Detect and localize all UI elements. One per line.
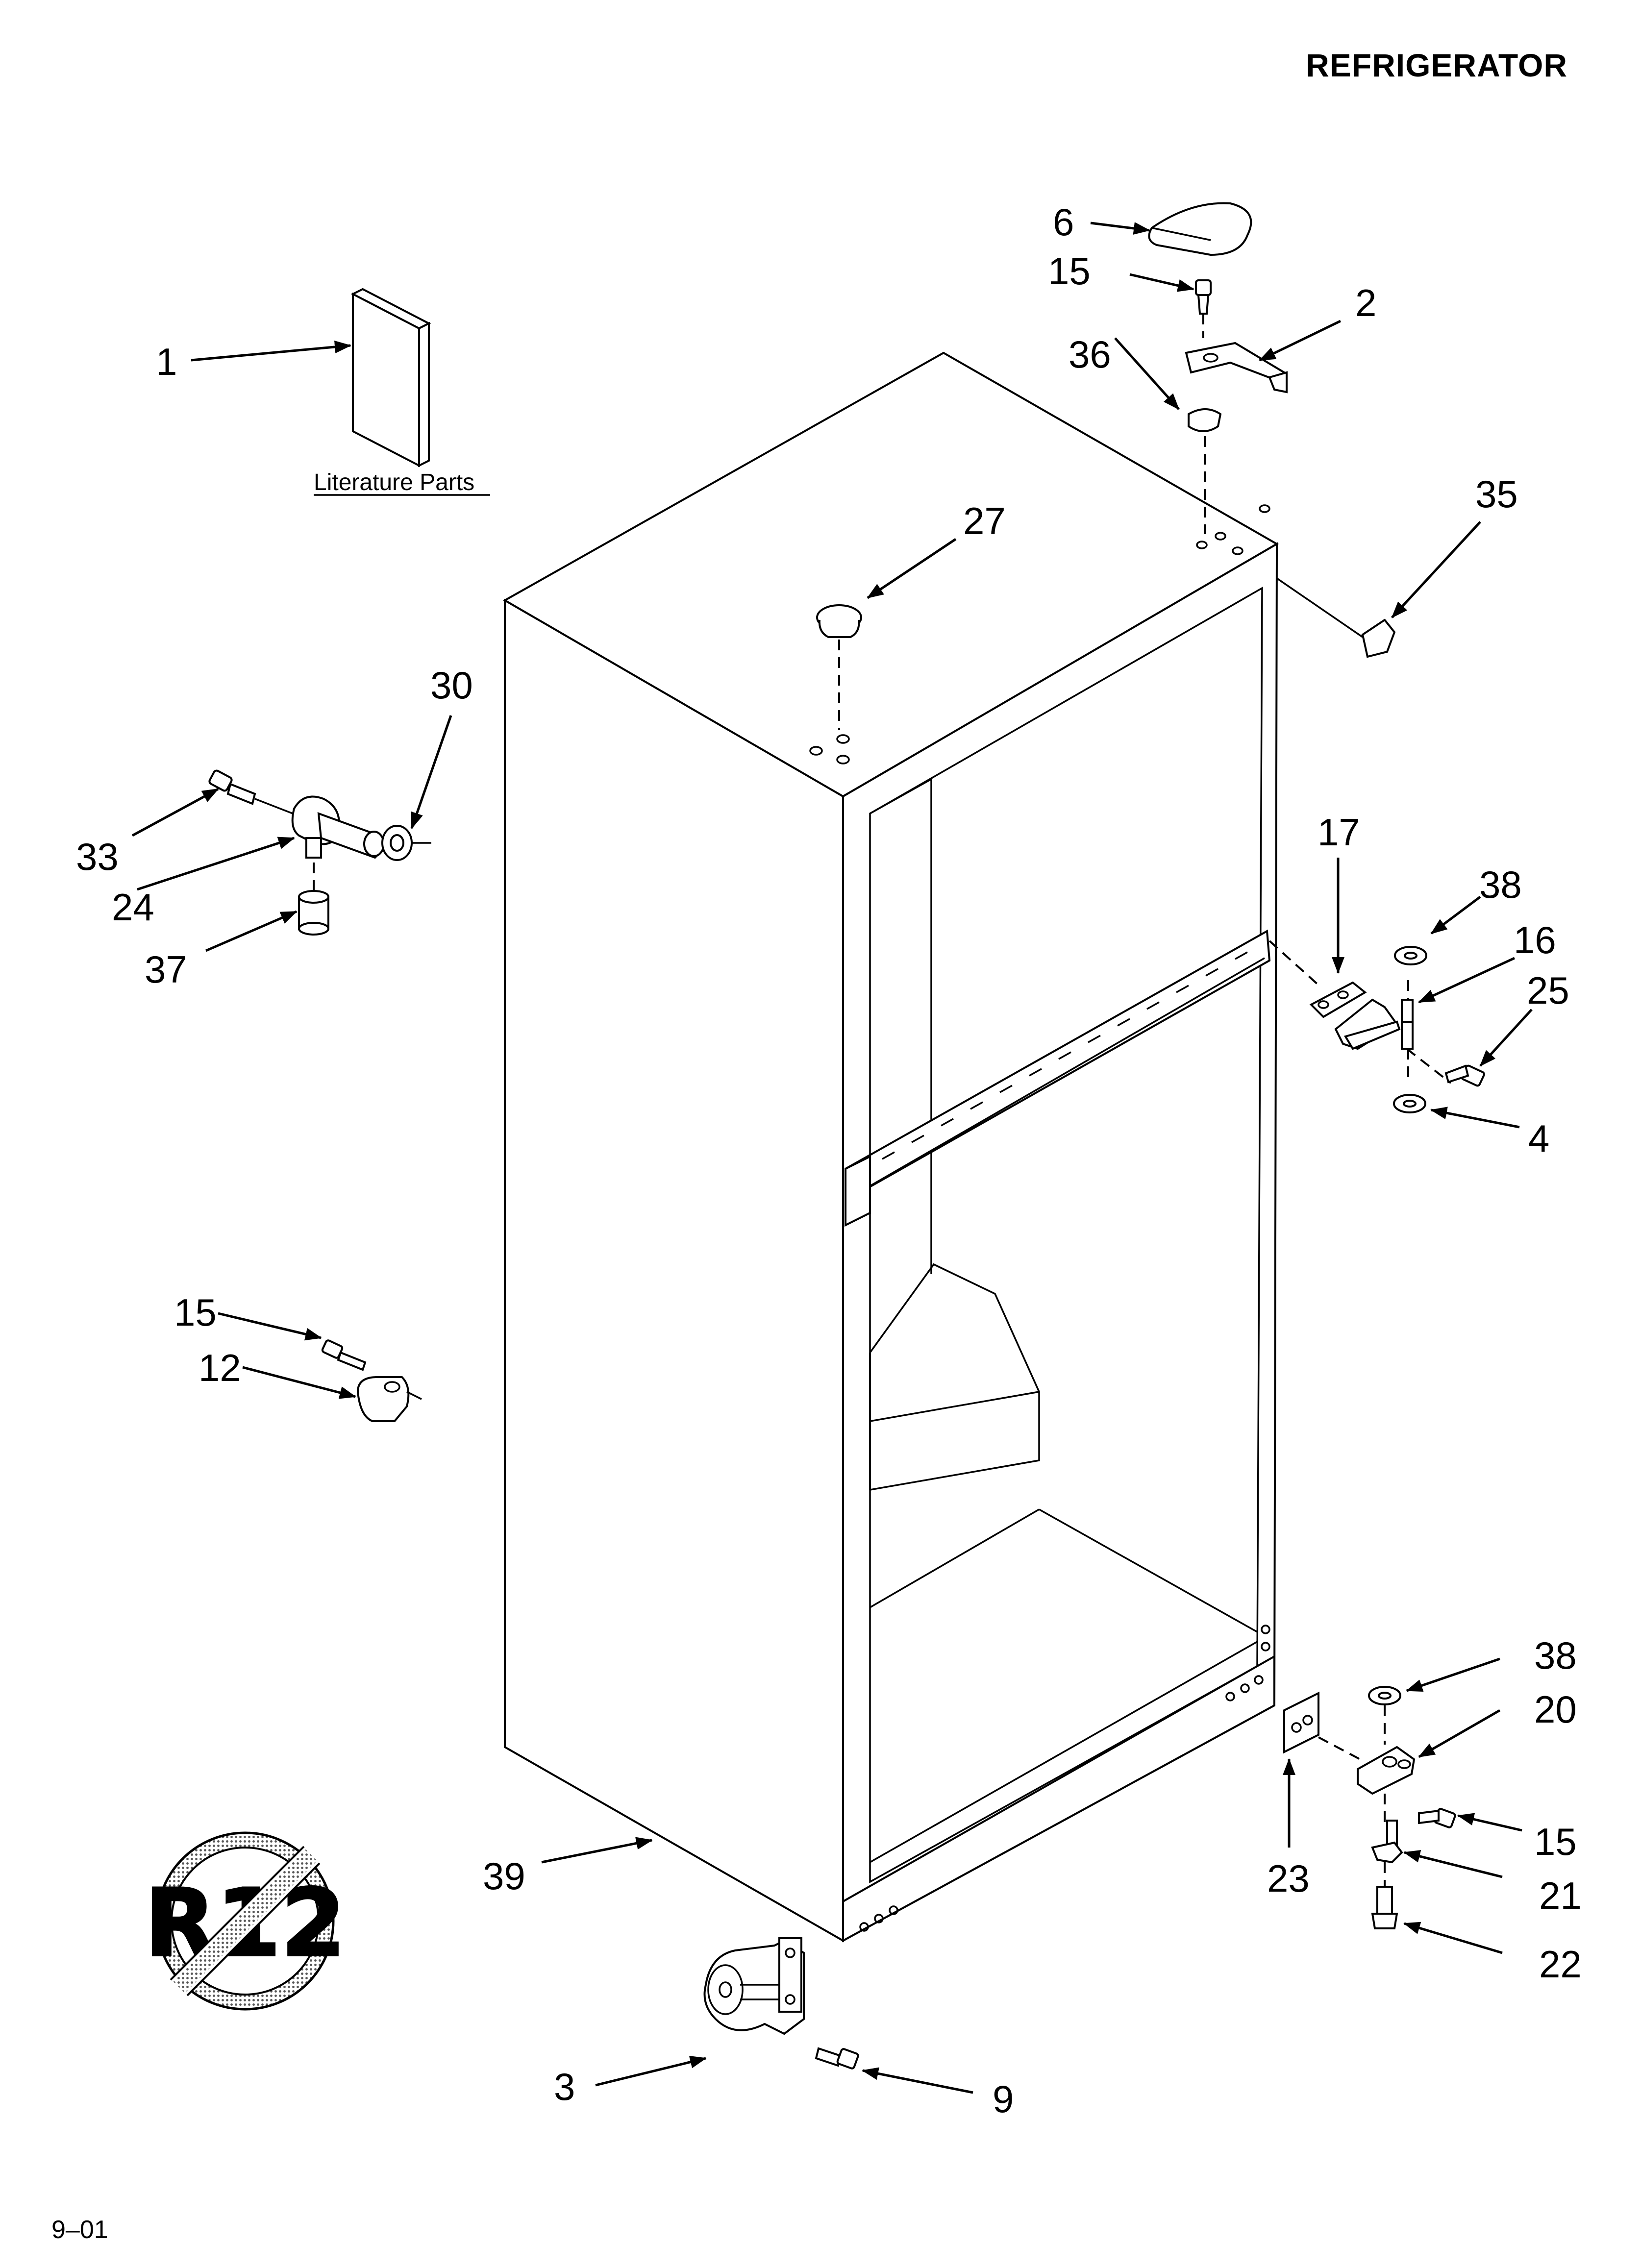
callout-35: 35 xyxy=(1475,472,1518,516)
callout-30: 30 xyxy=(430,664,473,707)
callout-36: 36 xyxy=(1069,333,1111,376)
roller-bracket xyxy=(703,1937,805,2035)
top-hinge-cover xyxy=(1148,202,1252,256)
bottom-hinge xyxy=(1357,1746,1416,1823)
callout-23: 23 xyxy=(1267,1857,1310,1900)
tubing-clip-screw xyxy=(321,1339,367,1371)
bottom-hinge-bolt xyxy=(1371,1886,1398,1929)
no-r12-logo: R12 xyxy=(144,1831,347,2011)
leader-lines xyxy=(131,222,1533,2094)
callout-15: 15 xyxy=(174,1291,217,1334)
callout-20: 20 xyxy=(1534,1688,1577,1731)
callout-27: 27 xyxy=(963,499,1006,542)
hinge-washer-lower xyxy=(1393,1094,1426,1113)
callout-4: 4 xyxy=(1528,1117,1549,1160)
callout-33: 33 xyxy=(76,835,119,878)
callout-25: 25 xyxy=(1527,969,1569,1012)
callout-24: 24 xyxy=(112,886,154,929)
hinge-spacer xyxy=(298,890,329,936)
tubing-clip xyxy=(356,1376,422,1422)
callout-17: 17 xyxy=(1318,811,1360,854)
revision-date: 9–01 xyxy=(51,2216,108,2244)
r12-logo-text: R12 xyxy=(145,1869,346,1977)
callout-38: 38 xyxy=(1479,863,1522,906)
cabinet-shell xyxy=(502,351,1279,1943)
callout-12: 12 xyxy=(199,1346,241,1389)
callout-1: 1 xyxy=(156,340,177,383)
top-hinge-screw xyxy=(1195,279,1212,338)
page-title: REFRIGERATOR xyxy=(1306,47,1567,83)
hinge-pin-assembly xyxy=(208,769,385,897)
callout-39: 39 xyxy=(483,1854,525,1898)
bottom-hinge-washer xyxy=(1368,1686,1401,1745)
callout-16: 16 xyxy=(1514,918,1556,961)
top-hinge xyxy=(1185,342,1288,394)
callout-9: 9 xyxy=(993,2077,1014,2120)
top-hinge-shim xyxy=(1188,408,1222,534)
callout-21: 21 xyxy=(1539,1874,1582,1917)
callout-38: 38 xyxy=(1534,1634,1577,1677)
hinge-washer-upper xyxy=(1394,946,1427,965)
callout-15: 15 xyxy=(1534,1820,1577,1863)
bottom-hinge-pin xyxy=(1371,1820,1403,1887)
literature-parts-booklet xyxy=(314,288,490,496)
plug-button xyxy=(816,604,862,730)
center-hinge-screw xyxy=(1444,1064,1485,1087)
callout-3: 3 xyxy=(554,2065,575,2108)
callout-labels: 1 6 15 2 36 27 35 30 33 24 37 17 38 16 2… xyxy=(76,200,1582,2120)
bottom-hinge-screw xyxy=(1418,1808,1456,1828)
center-hinge xyxy=(1268,940,1452,1084)
callout-6: 6 xyxy=(1053,200,1074,244)
hinge-pin-bushing xyxy=(381,825,431,861)
callout-37: 37 xyxy=(145,948,187,991)
roller-bracket-screw xyxy=(815,2047,859,2070)
bottom-hinge-shim xyxy=(1283,1691,1361,1760)
hinge-side-cover xyxy=(1276,577,1396,658)
callout-2: 2 xyxy=(1355,281,1376,324)
callout-22: 22 xyxy=(1539,1943,1582,1986)
callout-15: 15 xyxy=(1048,249,1091,293)
literature-parts-label: Literature Parts xyxy=(314,469,474,495)
